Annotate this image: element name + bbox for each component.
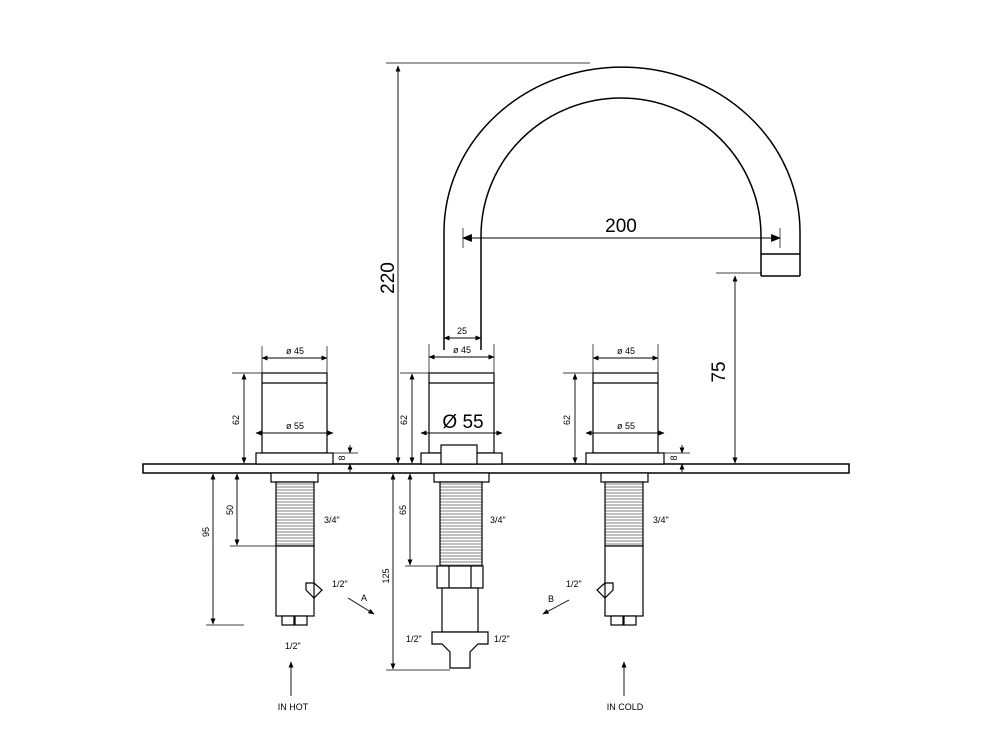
inlet-cold: IN COLD bbox=[607, 661, 644, 712]
right-top-diameter-label: ø 45 bbox=[617, 346, 635, 356]
center-handle-height-label: 62 bbox=[399, 415, 409, 425]
reach-label: 200 bbox=[605, 216, 637, 237]
spout bbox=[443, 66, 801, 350]
inlet-hot-label: IN HOT bbox=[278, 702, 309, 712]
center-below-deck-label: 125 bbox=[381, 568, 391, 583]
right-outlet-thread-label: 1/2" bbox=[566, 579, 582, 589]
left-handle: ø 45 ø 55 62 8 bbox=[231, 346, 358, 472]
right-handle: ø 45 ø 55 62 8 bbox=[562, 344, 690, 472]
right-bottom-diameter-label: ø 55 bbox=[617, 421, 635, 431]
reach-dimension: 200 bbox=[462, 216, 781, 248]
height-dimension: 220 bbox=[378, 65, 401, 464]
connection-a-label: A bbox=[361, 593, 367, 603]
center-shank: 3/4" 1/2" 1/2" 65 125 bbox=[381, 472, 510, 671]
deck-plate bbox=[142, 463, 850, 474]
left-outlet-thread-label: 1/2" bbox=[332, 579, 348, 589]
left-handle-height-label: 62 bbox=[231, 415, 241, 425]
right-base-height-label: 8 bbox=[669, 455, 679, 460]
center-outlet-right-label: 1/2" bbox=[494, 634, 510, 644]
right-shank-thread-label: 3/4" bbox=[653, 515, 669, 525]
inlet-cold-label: IN COLD bbox=[607, 702, 644, 712]
left-inlet-thread-label: 1/2" bbox=[285, 641, 301, 651]
center-outlet-left-label: 1/2" bbox=[406, 634, 422, 644]
height-label: 220 bbox=[378, 262, 399, 294]
clearance-label: 75 bbox=[709, 361, 730, 382]
right-shank: 3/4" 1/2" bbox=[566, 472, 669, 626]
spout-width-label: 25 bbox=[457, 326, 467, 336]
clearance-dimension: 75 bbox=[709, 272, 762, 464]
left-below-deck-label: 95 bbox=[201, 527, 211, 537]
center-shank-length-label: 65 bbox=[398, 505, 408, 515]
center-handle: 25 ø 45 Ø 55 62 bbox=[399, 326, 503, 465]
left-shank-length-label: 50 bbox=[225, 505, 235, 515]
center-body-diameter-label: Ø 55 bbox=[442, 412, 483, 433]
center-shank-thread-label: 3/4" bbox=[490, 515, 506, 525]
left-base-height-label: 8 bbox=[337, 455, 347, 460]
connection-a: A bbox=[347, 593, 375, 615]
left-bottom-diameter-label: ø 55 bbox=[286, 421, 304, 431]
left-shank: 3/4" 1/2" 1/2" 50 95 bbox=[201, 472, 348, 651]
connection-b-label: B bbox=[548, 594, 554, 604]
left-shank-thread-label: 3/4" bbox=[324, 515, 340, 525]
right-handle-height-label: 62 bbox=[562, 415, 572, 425]
left-top-diameter-label: ø 45 bbox=[286, 346, 304, 356]
inlet-hot: IN HOT bbox=[278, 661, 309, 712]
center-top-diameter-label: ø 45 bbox=[453, 345, 471, 355]
connection-b: B bbox=[542, 594, 570, 615]
